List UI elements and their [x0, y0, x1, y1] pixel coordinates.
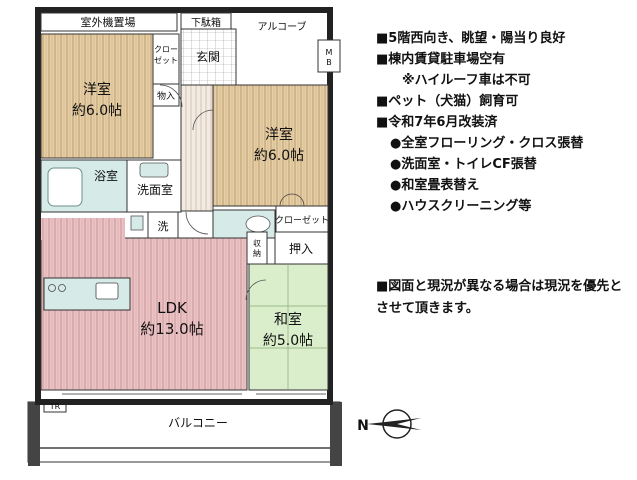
label-balcony: バルコニー	[168, 416, 228, 430]
label-washer: 洗	[158, 220, 169, 233]
storage-small	[152, 83, 180, 107]
balcony-rail-right	[330, 402, 342, 466]
label-trunk-room: TR	[49, 402, 61, 411]
label-closet: クローゼット	[275, 214, 329, 226]
property-notes: ■5階西向き、眺望・陽当り良好 ■棟内賃貸駐車場空有 ※ハイルーフ車は不可 ■ペ…	[376, 28, 634, 217]
compass-icon: N	[357, 409, 421, 439]
western-room-2	[212, 84, 329, 207]
label-western-room-2-name: 洋室	[265, 126, 293, 143]
note-line: ■棟内賃貸駐車場空有	[376, 52, 506, 67]
note-line: ●和室畳表替え	[390, 178, 480, 193]
note-line: ■令和7年6月改装済	[376, 115, 498, 130]
label-ldk-size: 約13.0帖	[140, 320, 203, 338]
label-japanese-room-name: 和室	[274, 311, 302, 328]
label-closet-vertical: クローゼット	[154, 45, 178, 65]
japanese-room	[248, 263, 329, 391]
label-ldk-name: LDK	[157, 299, 188, 317]
label-western-room-1-name: 洋室	[83, 81, 111, 98]
mb-box	[317, 39, 341, 73]
closet	[275, 205, 329, 233]
note-line: ■5階西向き、眺望・陽当り良好	[376, 31, 566, 46]
disclaimer-text: ■図面と現況が異なる場合は現況を優先とさせて頂きます。	[376, 279, 623, 316]
label-bathroom: 浴室	[94, 168, 118, 183]
balcony-area	[27, 401, 341, 463]
label-outdoor-unit-space: 室外機置場	[81, 15, 136, 29]
note-line: ●洗面室・トイレCF張替	[390, 157, 537, 172]
ldk	[40, 237, 248, 391]
note-line: ※ハイルーフ車は不可	[402, 73, 531, 88]
push-in-closet	[274, 231, 329, 265]
washer-space	[147, 211, 179, 239]
compass-north-label: N	[357, 418, 369, 434]
label-storage-small: 物入	[157, 90, 175, 102]
label-entrance: 玄関	[196, 49, 220, 64]
closet-vertical	[152, 33, 180, 85]
label-storage-narrow: 収納	[253, 238, 261, 258]
note-line: ●ハウスクリーニング等	[390, 199, 532, 214]
storage-narrow	[246, 231, 268, 265]
label-shoe-box: 下駄箱	[191, 16, 221, 29]
outdoor-unit-space	[40, 12, 178, 32]
note-line: ■ペット（犬猫）飼育可	[376, 94, 519, 109]
label-alcove: アルコーブ	[257, 20, 306, 33]
hallway	[180, 84, 214, 212]
label-western-room-2-size: 約6.0帖	[254, 148, 304, 164]
label-western-room-1-size: 約6.0帖	[72, 103, 122, 119]
balcony-rail-left	[28, 402, 40, 466]
label-washroom: 洗面室	[137, 182, 173, 197]
western-room-1	[40, 33, 154, 159]
note-line: ●全室フローリング・クロス張替	[390, 136, 584, 151]
label-japanese-room-size: 約5.0帖	[263, 333, 313, 349]
label-push-in: 押入	[289, 242, 313, 256]
